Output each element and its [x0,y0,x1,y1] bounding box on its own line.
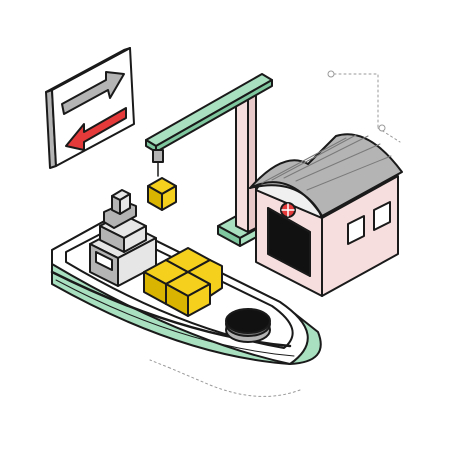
crane-pillar-front [235,97,249,233]
crane-hook [152,149,164,163]
cargo-box-icon [187,259,223,297]
warehouse-window-left [347,215,365,245]
dotted-path-endpoints [327,70,386,132]
cargo-box-stack [143,247,223,317]
crane-pillar-side [247,93,257,233]
cargo-box-icon [147,177,177,211]
arrow-left-red [65,107,127,151]
warehouse-icon [249,133,403,297]
warehouse-roof-front-edge [249,181,323,217]
warehouse-roof-lines [261,134,392,191]
exchange-arrows-icon [45,47,135,169]
cargo-ship-icon [50,189,322,365]
ship-hull-stripe [50,270,292,348]
warehouse-door-frame [267,207,311,277]
ship-hull-stripe-2 [55,279,295,357]
sign-board-top [45,47,131,93]
round-hatch-icon [225,308,271,343]
arrow-right-gray [61,71,125,115]
gantry-crane-icon [145,73,273,247]
dotted-path-lines [149,73,401,397]
warehouse-window-right [373,201,391,231]
ship-cabin [89,189,157,287]
warehouse-roof [249,133,403,217]
